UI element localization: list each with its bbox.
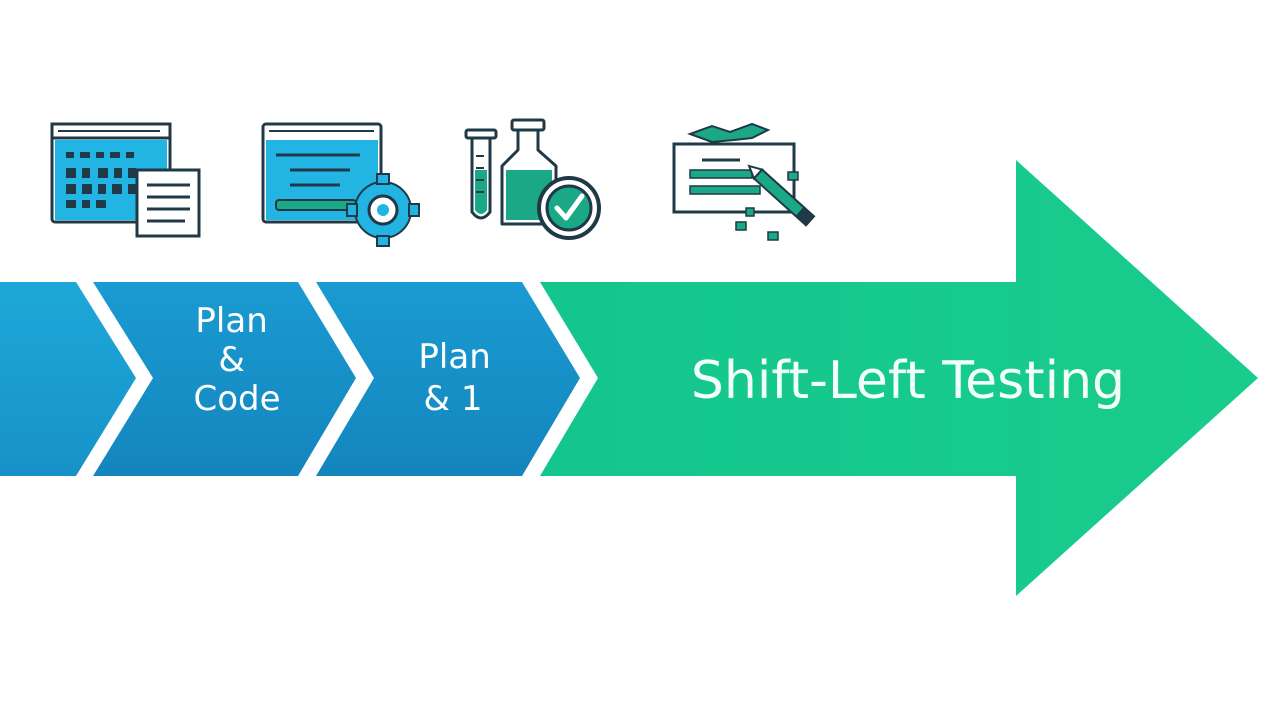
stage-chevron-1 (0, 282, 136, 476)
shift-left-arrow (540, 160, 1258, 596)
stage-2-line-1: Plan (195, 301, 267, 341)
stage-chevron-3 (316, 282, 580, 476)
arrow-label: Shift-Left Testing (691, 351, 1125, 411)
code-window-document-icon (50, 122, 201, 238)
code-window-gear-icon (261, 122, 420, 247)
stage-3-label: Plan & 1 (418, 337, 501, 419)
stage-2-line-3: Code (193, 379, 280, 419)
stage-3-line-2: & 1 (424, 379, 483, 419)
stage-2-line-2: & (218, 340, 245, 380)
stage-2-label: Plan & Code (193, 301, 280, 419)
whiteboard-pen-icon (672, 122, 816, 241)
lab-flask-check-icon (464, 118, 601, 240)
stage-3-line-1: Plan (418, 337, 490, 377)
stage-chevron-2 (93, 282, 356, 476)
